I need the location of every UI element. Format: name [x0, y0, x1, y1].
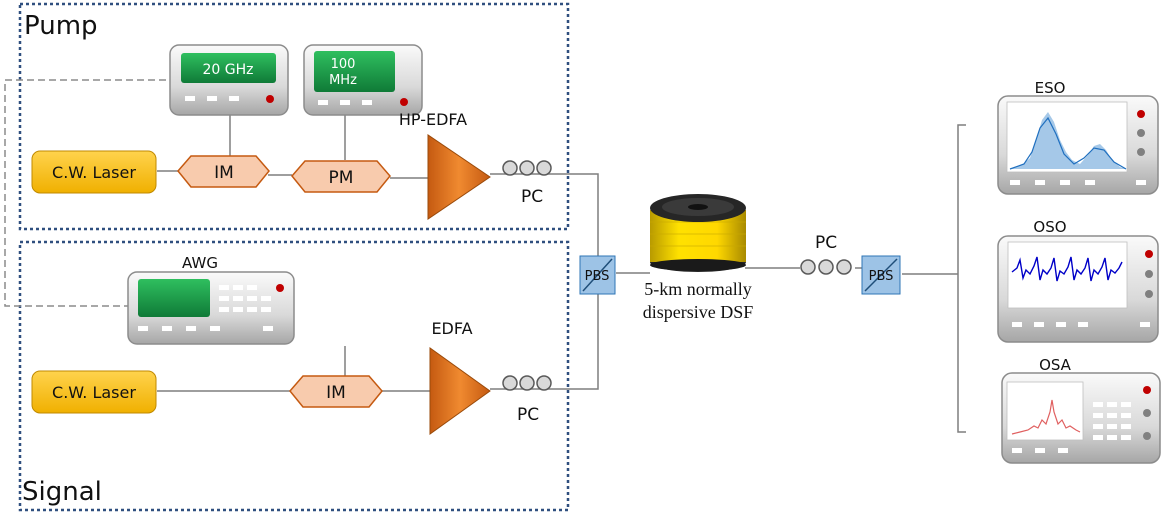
input-pbs[interactable]: PBS: [579, 255, 616, 295]
input-pbs-label: PBS: [585, 269, 610, 284]
pump-polarization-controller[interactable]: PC: [490, 160, 555, 207]
osa-screen: [1006, 381, 1084, 441]
sync-dashed-line: [4, 79, 166, 307]
rf-generator-screen: [314, 51, 395, 92]
awg-screen: [138, 279, 210, 317]
oso-label: OSO: [1033, 218, 1066, 236]
fiber-label-line2: dispersive DSF: [643, 302, 754, 322]
hp-edfa-label: HP-EDFA: [399, 110, 467, 129]
signal-polarization-controller[interactable]: PC: [490, 375, 555, 425]
oso-scope[interactable]: OSO: [997, 218, 1159, 343]
hp-edfa-amplifier[interactable]: HP-EDFA: [399, 110, 491, 220]
pump-group-border: [18, 2, 570, 231]
pump-pc-label: PC: [521, 187, 543, 207]
eso-label: ESO: [1035, 79, 1066, 97]
output-polarization-controller[interactable]: PC: [800, 233, 852, 275]
rf-frequency-readout: 20 GHz: [203, 62, 254, 78]
pump-group-label: Pump: [24, 11, 98, 41]
eso-scope[interactable]: ESO: [997, 79, 1159, 195]
signal-intensity-modulator[interactable]: IM: [289, 375, 383, 408]
pump-laser-label: C.W. Laser: [52, 163, 136, 182]
osa-label: OSA: [1039, 356, 1072, 374]
power-led-icon: [400, 98, 408, 106]
output-pbs[interactable]: PBS: [861, 255, 901, 295]
power-led-icon: [276, 284, 284, 292]
rf-generator-screen: [181, 53, 276, 83]
edfa-label: EDFA: [431, 319, 472, 338]
power-led-icon: [1143, 386, 1151, 394]
signal-im-label: IM: [326, 383, 346, 403]
connection-lines: [157, 113, 966, 433]
pump-im-label: IM: [214, 163, 234, 183]
rf-frequency-readout-unit: MHz: [329, 73, 357, 88]
edfa-amplifier[interactable]: EDFA: [429, 319, 491, 435]
signal-cw-laser[interactable]: C.W. Laser: [31, 370, 157, 414]
signal-laser-label: C.W. Laser: [52, 383, 136, 402]
output-pbs-label: PBS: [869, 269, 894, 284]
rf-frequency-readout-value: 100: [331, 57, 356, 72]
rf-generator-100mhz[interactable]: 100 MHz: [303, 44, 423, 116]
pump-cw-laser[interactable]: C.W. Laser: [31, 150, 157, 194]
signal-group-label: Signal: [22, 477, 102, 507]
fiber-label-line1: 5-km normally: [644, 279, 751, 299]
power-led-icon: [1145, 250, 1153, 258]
signal-pc-label: PC: [517, 405, 539, 425]
awg-instrument[interactable]: AWG: [127, 254, 295, 345]
power-led-icon: [1137, 110, 1145, 118]
awg-label: AWG: [182, 254, 218, 272]
osa-analyzer[interactable]: OSA: [1001, 356, 1161, 464]
pump-intensity-modulator[interactable]: IM: [177, 155, 270, 188]
pump-phase-modulator[interactable]: PM: [291, 160, 391, 193]
power-led-icon: [266, 95, 274, 103]
pump-pm-label: PM: [329, 168, 354, 188]
output-pc-label: PC: [815, 233, 837, 253]
fiber-spool: [650, 194, 746, 272]
rf-generator-20ghz[interactable]: 20 GHz: [169, 44, 289, 116]
